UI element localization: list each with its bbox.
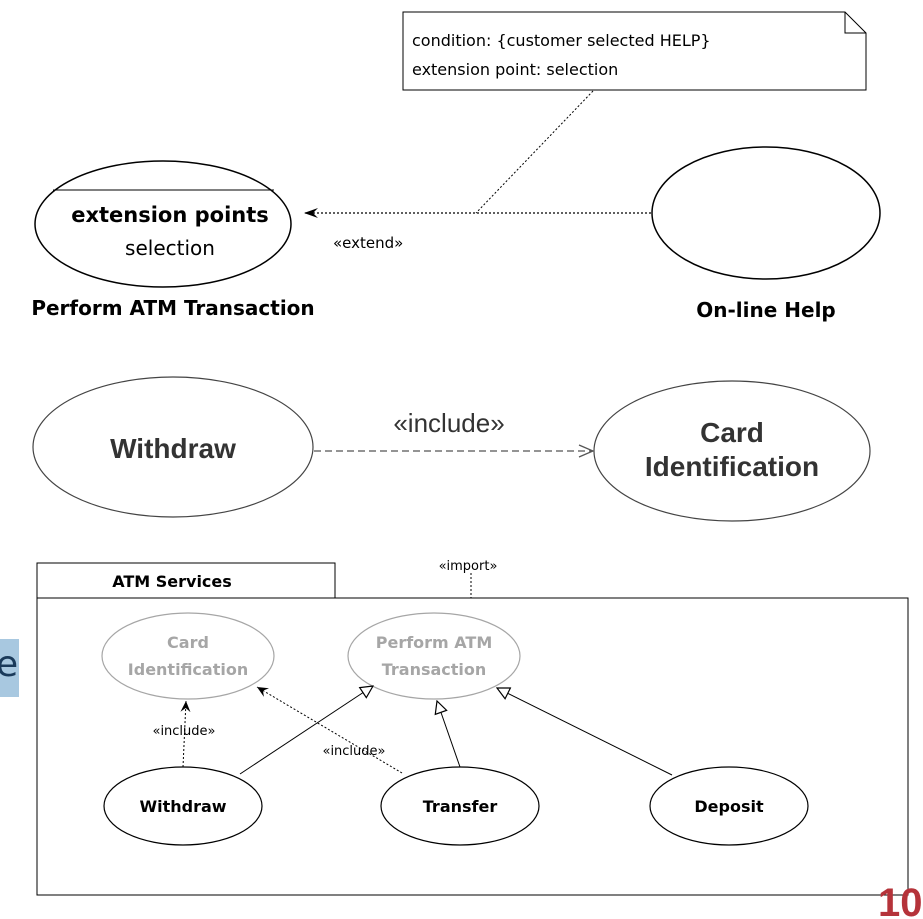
- package-tab: [36, 562, 336, 599]
- usecase-label-deposit: Deposit: [694, 797, 764, 816]
- generalization-deposit: [497, 688, 673, 776]
- usecase-withdraw-large: [32, 376, 314, 518]
- include-label-withdraw: «include»: [152, 724, 215, 739]
- generalization-withdraw: [239, 686, 373, 775]
- extension-point-value: selection: [125, 236, 215, 260]
- usecase-label-transfer: Transfer: [423, 797, 498, 816]
- usecase-label-card-identification-line2: Identification: [645, 451, 819, 482]
- greyed-perform-atm-transaction-line1: Perform ATM: [376, 633, 493, 652]
- greyed-card-identification-line2: Identification: [128, 660, 248, 679]
- usecase-card-identification-greyed: [101, 612, 275, 700]
- include-withdraw-to-card-id: [180, 700, 191, 768]
- extend-relation-label: «extend»: [333, 234, 403, 252]
- note-line-1: condition: {customer selected HELP}: [412, 31, 711, 50]
- include-relation-label: «include»: [393, 408, 504, 438]
- side-tab: e: [0, 639, 19, 697]
- usecase-ellipse: [34, 160, 292, 288]
- greyed-perform-atm-transaction-line2: Transaction: [382, 660, 487, 679]
- usecase-deposit: [649, 766, 809, 846]
- usecase-label-online-help: On-line Help: [696, 298, 836, 322]
- page-number: 10: [878, 881, 923, 919]
- include-label-transfer: «include»: [322, 744, 385, 759]
- usecase-perform-atm-transaction: extension points selection: [34, 160, 292, 288]
- extension-points-heading: extension points: [71, 203, 269, 227]
- side-tab-glyph: e: [0, 644, 19, 685]
- usecase-label-perform-atm-transaction: Perform ATM Transaction: [31, 296, 314, 320]
- include-transfer-to-card-id: [256, 686, 403, 774]
- usecase-label-withdraw-large: Withdraw: [110, 433, 236, 464]
- note-anchor-line: [475, 90, 594, 214]
- greyed-card-identification-line1: Card: [167, 633, 209, 652]
- usecase-perform-atm-transaction-greyed: [347, 612, 521, 700]
- package-name: ATM Services: [112, 572, 232, 591]
- note-folded-corner: [844, 12, 866, 34]
- constraint-note: condition: {customer selected HELP} exte…: [402, 11, 867, 91]
- import-label: «import»: [439, 559, 498, 574]
- note-line-2: extension point: selection: [412, 60, 618, 79]
- note-box: [402, 11, 867, 91]
- usecase-label-withdraw: Withdraw: [139, 797, 226, 816]
- generalization-transfer: [437, 701, 461, 768]
- usecase-online-help: [651, 146, 881, 280]
- usecase-label-card-identification-line1: Card: [700, 417, 764, 448]
- usecase-card-identification-large: [593, 380, 871, 522]
